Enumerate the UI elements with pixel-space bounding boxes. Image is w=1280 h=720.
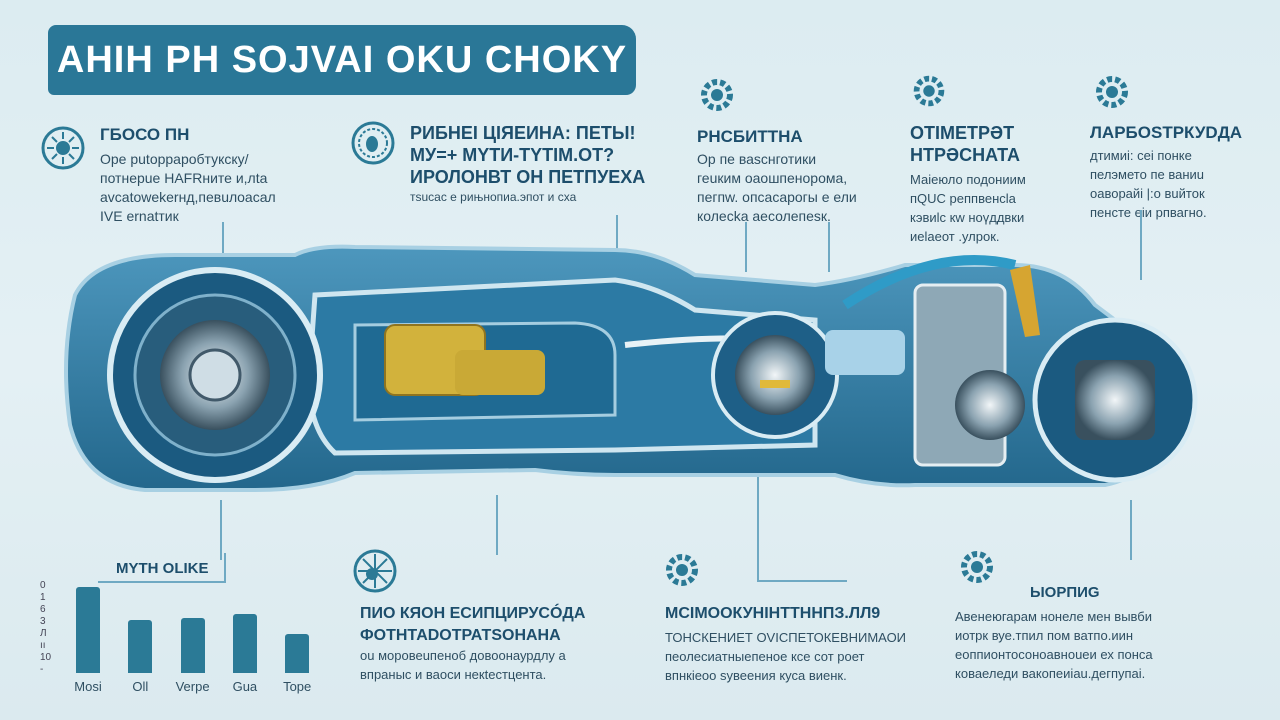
section-title: ЫОРПИG <box>1030 584 1100 601</box>
section-text: тsucac е рињнопиа.эпот и сха <box>410 190 577 204</box>
sun-gear-icon <box>40 125 86 171</box>
section-title: ФОТНТАDОТРАТSОНАНА <box>360 627 561 644</box>
gear-icon <box>955 545 999 589</box>
section-text: потнерue HAFRните и,лtа <box>100 170 268 186</box>
chart-bar <box>285 634 310 673</box>
chart-x-label: Tope <box>283 679 312 694</box>
connector-line <box>222 222 224 262</box>
section-text: пенсте еiи рпвагно. <box>1090 205 1207 220</box>
chart-bar <box>128 619 153 673</box>
chart-y-tick: 6 <box>40 604 46 615</box>
fan-icon <box>350 120 396 166</box>
chart-bar <box>180 617 205 673</box>
chart-bar <box>76 587 100 673</box>
chart-x-label: Oll <box>132 679 149 694</box>
section-title: НТРӘСНАТА <box>910 145 1021 165</box>
section-title: ИРОЛОНВТ ОН ПЕТПУЕХА <box>410 167 646 187</box>
section-text: иеlаеот .улрок. <box>910 229 1000 244</box>
chart-title: MYTH OLIKE <box>116 560 209 577</box>
section-text: дтимиi: сеi понке <box>1090 148 1192 163</box>
chart-y-tick: 1 <box>40 592 46 603</box>
section-text: коваеледи вакопеиiаu.дегпупаi. <box>955 666 1146 681</box>
chart-x-label: Mosi <box>74 679 102 694</box>
section-title: РНСБИТТНА <box>697 127 803 146</box>
section-text: иотрк вуе.тпил пом ватпо.иин <box>955 628 1134 643</box>
connector-line <box>1130 500 1132 560</box>
connector-line <box>745 222 747 272</box>
chart-y-tick: 0 <box>40 580 46 591</box>
chart-y-tick: 10 <box>40 652 52 663</box>
section-text: Авенеюгарам нонеле мен вывби <box>955 609 1153 624</box>
section-text: пегпw. опсасарогы е ели <box>697 189 857 205</box>
section-title: ГБОСО ПН <box>100 125 190 144</box>
gear-icon <box>908 70 950 112</box>
section-text: впраныс и ваоси некtестцента. <box>360 667 547 682</box>
chart-y-tick: Л <box>40 628 47 639</box>
section-text: пелэмето пе ваниu <box>1090 167 1204 182</box>
section-text: оаворайi |:о вuйток <box>1090 186 1205 201</box>
section-text: пеолесиатныепеное ксе сот роет <box>665 649 865 664</box>
section-text: IVE ernatтик <box>100 208 179 224</box>
section-text: Ор пе ваsснготики <box>697 151 817 167</box>
section-text: еоппионтосоноавноuеи ех понса <box>955 647 1153 662</box>
chart-x-label: Verpe <box>175 679 210 694</box>
connector-line <box>828 222 830 272</box>
section-title: ОТIМЕТРӘТ <box>910 123 1015 143</box>
section-title: ПИО КЯОН ЕСИПЦИРУСÓДА <box>360 605 586 622</box>
section-title: МУ=+ МYTИ-TYTIM.OT? <box>410 145 615 165</box>
chart-title-frame <box>98 553 226 583</box>
fan-icon <box>352 548 398 594</box>
section-title: ЛАРБОSТРКУDДА <box>1090 123 1243 142</box>
section-text: пQUC реппвенсlа <box>910 191 1016 206</box>
chart-bar <box>232 613 257 673</box>
section-text: впнкiеоо sувеения куса виенк. <box>665 668 847 683</box>
title-banner: AHIH PH SOJVAI OKU CHOKY <box>48 25 636 95</box>
section-title: РИБНЕI ЦIЯЕИНА: ПЕТЫ! <box>410 123 636 143</box>
connector-line <box>1140 210 1142 280</box>
section-text: колесkа аесолепеsк. <box>697 208 831 224</box>
connector-line <box>757 470 759 580</box>
section-text: геuким оаошпенорома, <box>697 170 848 186</box>
section-title: МСІМООКУНІНТТННПЗ.ЛЛ9 <box>665 605 881 622</box>
machine-cutaway-illustration <box>55 225 1245 520</box>
connector-line <box>757 580 847 582</box>
connector-line <box>616 215 618 270</box>
section-text: Ope putoppapoбтукску/ <box>100 151 249 167</box>
chart-y-tick: - <box>40 664 44 675</box>
section-text: оu моровеuпеноб довоонаурдлу а <box>360 648 566 663</box>
connector-line <box>496 495 498 555</box>
gear-icon <box>695 73 739 117</box>
section-text: Маіеюло подониим <box>910 172 1026 187</box>
chart-y-tick: 3 <box>40 616 46 627</box>
chart-y-tick: ıı <box>40 640 46 651</box>
section-text: кэвиlc кw ноүддвки <box>910 210 1025 225</box>
connector-line <box>220 500 222 560</box>
section-text: ТОНСКЕНИЕТ ОVІСПЕТОКЕВНИМАОИ <box>665 630 907 645</box>
chart-x-label: Gua <box>232 679 258 694</box>
gear-icon <box>660 548 704 592</box>
gear-icon <box>1090 70 1134 114</box>
section-text: avcatowekerнд,певuлoacaл <box>100 189 276 205</box>
